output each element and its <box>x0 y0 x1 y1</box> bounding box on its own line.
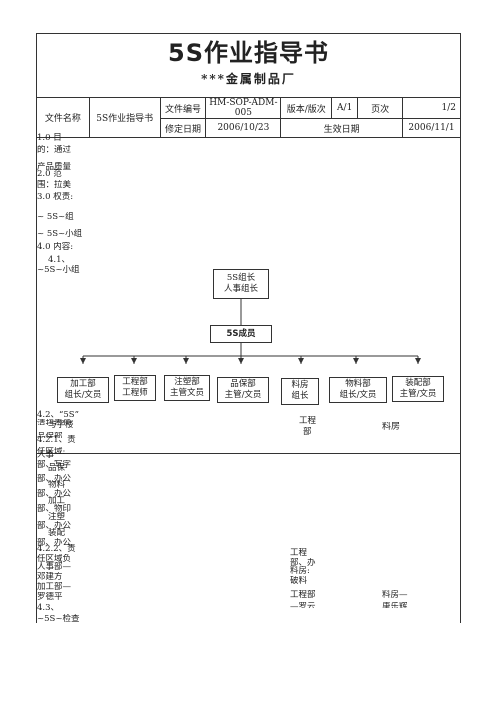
body-line: ~ 5S~小组 <box>37 229 83 237</box>
lower-line: 部、办公 <box>37 538 72 548</box>
body-line: 1.0 目 <box>37 133 62 143</box>
doc-title: 5S作业指导书 <box>168 39 329 67</box>
file-name-label: 文件名称 <box>36 97 90 138</box>
file-no-label: 文件编号 <box>159 97 207 119</box>
org-box-members: 5S成员 <box>210 325 272 343</box>
lower-line: 4.2.2、责 <box>37 544 76 554</box>
lower-right-text: 料房 <box>382 422 401 432</box>
lower-mid-text: —罗云 <box>290 602 316 608</box>
lower-right-text: 料房— <box>382 590 408 600</box>
page-label: 页次 <box>357 97 403 119</box>
body-line: ~ 5S~组 <box>37 212 74 222</box>
document-frame <box>36 33 461 454</box>
lower-line: 人事 <box>37 450 55 460</box>
lower-line: 与字楼 <box>48 420 74 430</box>
body-line: 围：拉美 <box>37 180 72 188</box>
lower-mid-text: 料房: <box>290 566 310 576</box>
revise-date-value: 2006/10/23 <box>205 118 282 138</box>
dept-name: 物料部 <box>345 379 371 389</box>
org-dept-box: 注塑部 主管文员 <box>164 375 210 401</box>
body-line: 的：通过 <box>37 145 72 153</box>
version-value: A/1 <box>331 97 359 119</box>
revise-date-label: 修定日期 <box>159 118 207 138</box>
body-line: 2.0 范 <box>37 169 62 179</box>
doc-subtitle: ***金属制品厂 <box>201 72 296 86</box>
lower-line: 邓建方 <box>37 572 63 582</box>
lower-line: 4.2.1、责 <box>37 435 76 445</box>
lower-mid-text: 部、办 <box>290 558 316 568</box>
lower-line: 人事部— <box>37 562 72 572</box>
page-value: 1/2 <box>402 97 461 119</box>
file-name-value: 5S作业指导书 <box>88 97 161 138</box>
dept-role: 主管文员 <box>169 388 204 398</box>
body-line: 4.0 内容: <box>37 242 74 252</box>
file-no-value: HM-SOP-ADM-005 <box>205 97 282 119</box>
lower-line: 4.3、 <box>37 603 60 613</box>
lower-line: 部、写字 <box>37 460 72 470</box>
dept-name: 加工部 <box>70 379 96 389</box>
body-line: ~5S~小组 <box>37 265 80 275</box>
lower-right-text: 唐乐辉 <box>382 602 408 608</box>
lower-line: 品保部 <box>37 432 63 438</box>
left-border-line <box>36 453 37 623</box>
dept-name: 工程部 <box>122 377 148 387</box>
lower-line: 注塑 <box>48 512 66 522</box>
lower-line: 部、办公 <box>37 474 72 484</box>
body-line: 产品质量 <box>37 162 72 170</box>
dept-role: 组长 <box>291 391 309 401</box>
lower-mid-text: 部 <box>303 427 312 437</box>
dept-name: 注塑部 <box>174 377 200 387</box>
dept-name: 品保部 <box>230 379 256 389</box>
dept-role: 主管/文员 <box>399 389 437 399</box>
effective-date-value: 2006/11/1 <box>402 118 461 138</box>
org-dept-box: 物料部 组长/文员 <box>329 377 387 403</box>
dept-name: 装配部 <box>405 378 431 388</box>
lower-line: 部、办公 <box>37 521 72 531</box>
org-dept-box: 工程部 工程师 <box>114 375 156 401</box>
lower-mid-text: 破料 <box>290 576 308 586</box>
lower-line: 罗德平 <box>37 592 63 602</box>
lower-line: 品保 <box>48 463 66 473</box>
org-leader-title: 5S组长 <box>226 273 256 283</box>
effective-date-label: 生效日期 <box>280 118 403 138</box>
lower-line: 任区域负 <box>37 554 72 564</box>
lower-line: ~5S~检查 <box>37 614 80 622</box>
org-dept-box: 加工部 组长/文员 <box>57 377 109 403</box>
org-dept-box: 品保部 主管/文员 <box>217 377 269 403</box>
dept-name: 料房 <box>291 380 309 390</box>
lower-mid-text: 工程部 <box>290 590 316 600</box>
org-dept-box: 料房 组长 <box>281 378 319 405</box>
lower-line: 部、办公 <box>37 489 72 499</box>
org-box-leader: 5S组长 人事组长 <box>213 269 269 299</box>
lower-line: 任区域: <box>37 447 66 454</box>
body-line: 3.0 权责: <box>37 192 74 202</box>
right-border-line <box>460 453 461 623</box>
lower-line: 加工部— <box>37 582 72 592</box>
body-line: 4.1、 <box>48 255 71 265</box>
org-leader-role: 人事组长 <box>223 284 258 294</box>
header-table: 文件名称 5S作业指导书 文件编号 HM-SOP-ADM-005 版本/版次 A… <box>36 97 461 138</box>
dept-role: 工程师 <box>122 388 148 398</box>
lower-line: 物料 <box>48 480 66 490</box>
lower-mid-text: 工程 <box>290 548 308 558</box>
lower-mid-text: 工程 <box>299 416 317 426</box>
dept-role: 组长/文员 <box>64 390 102 400</box>
org-dept-box: 装配部 主管/文员 <box>392 376 444 402</box>
lower-line: 加工 <box>48 496 66 506</box>
dept-role: 主管/文员 <box>224 390 262 400</box>
lower-line: 部、物印 <box>37 504 72 514</box>
version-label: 版本/版次 <box>280 97 333 119</box>
lower-line: 装配 <box>48 528 66 538</box>
org-chart-lines <box>80 298 421 364</box>
lower-line: 清扫责任 <box>37 419 72 425</box>
lower-line: 4.2、“5S” <box>37 410 79 420</box>
dept-role: 组长/文员 <box>339 390 377 400</box>
